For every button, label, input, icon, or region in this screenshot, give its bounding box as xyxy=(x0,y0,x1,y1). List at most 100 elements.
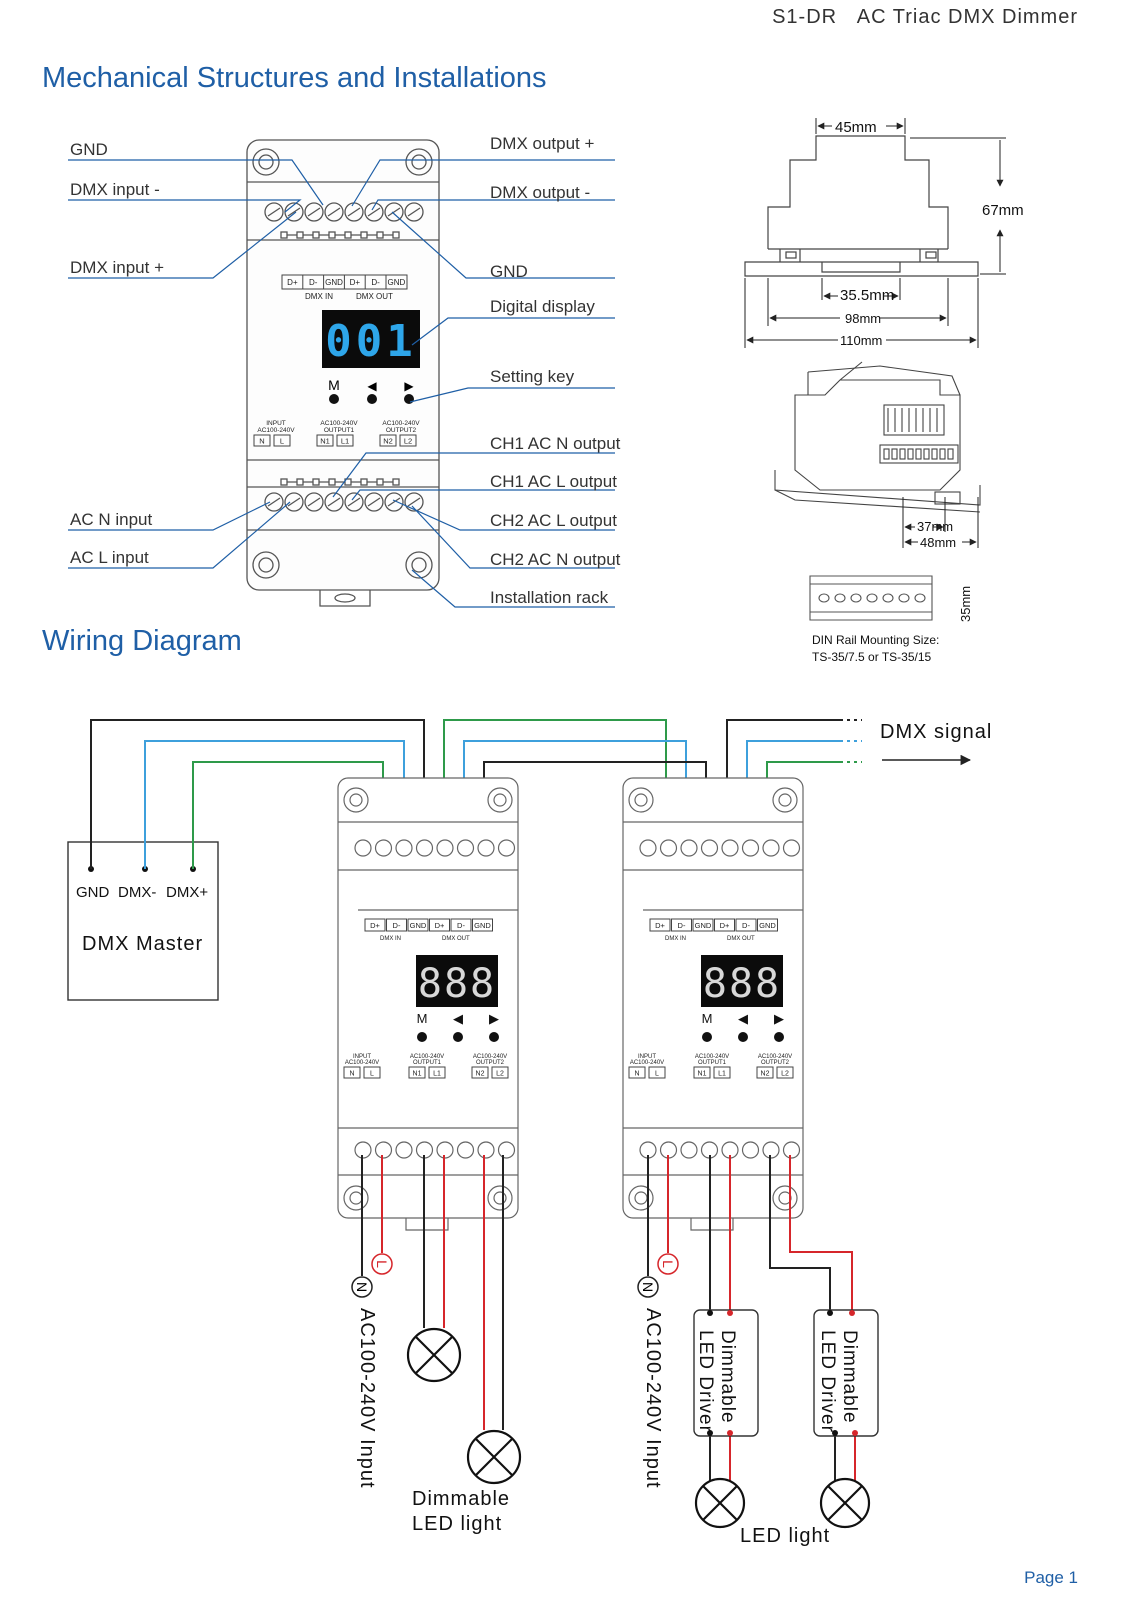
terminal-label: GND xyxy=(325,278,343,287)
terminal-label: D- xyxy=(309,278,318,287)
unit-display-value: 888 xyxy=(418,961,496,1007)
unit-key[interactable] xyxy=(702,1032,712,1042)
key-m[interactable] xyxy=(329,394,339,404)
unit-key[interactable] xyxy=(417,1032,427,1042)
terminal-label: GND xyxy=(474,921,491,930)
driver1-line1: Dimmable xyxy=(717,1330,738,1424)
pin-label: N1 xyxy=(320,437,330,446)
terminal-screw xyxy=(404,202,424,222)
terminal-label: GND xyxy=(759,921,776,930)
driver1-line2: LED Driver xyxy=(695,1330,716,1433)
unit1-l-marker: L xyxy=(374,1260,390,1268)
unit-display xyxy=(416,955,498,1007)
tb-input-title: INPUT xyxy=(266,420,286,427)
pin-label: L2 xyxy=(404,437,412,446)
tb-out1-sub: OUTPUT1 xyxy=(324,427,355,434)
svg-text:INPUT: INPUT xyxy=(353,1054,371,1060)
unit-display-value: 888 xyxy=(703,961,781,1007)
dmx-signal-label: DMX signal xyxy=(880,721,992,743)
svg-text:N1: N1 xyxy=(413,1071,422,1078)
lamp-icon xyxy=(466,1429,522,1485)
svg-text:L1: L1 xyxy=(718,1071,726,1078)
label-setting-key: Setting key xyxy=(490,367,575,386)
master-pin-gnd: GND xyxy=(76,884,110,901)
unit-dmx-out-label: DMX OUT xyxy=(442,936,470,942)
lamp-icon xyxy=(819,1477,871,1529)
led-light-label: LED light xyxy=(740,1525,830,1547)
unit-key[interactable] xyxy=(738,1032,748,1042)
unit-key[interactable] xyxy=(489,1032,499,1042)
driver2-line1: Dimmable xyxy=(839,1330,860,1424)
product-code: S1-DR xyxy=(772,6,838,28)
label-ch2-ac-n-output: CH2 AC N output xyxy=(490,550,621,569)
unit2-input-label: AC100-240V Input xyxy=(642,1308,664,1489)
dim-98: 98mm xyxy=(845,311,881,326)
tb-input-sub: AC100-240V xyxy=(257,427,295,434)
lamps xyxy=(406,1327,871,1529)
master-pin-dmx-plus: DMX+ xyxy=(166,884,208,901)
unit-key[interactable] xyxy=(453,1032,463,1042)
digital-display xyxy=(322,310,420,368)
terminal-label: D+ xyxy=(287,278,298,287)
terminal-screw xyxy=(304,202,324,222)
terminal-label: D- xyxy=(457,921,465,930)
terminal-label: D- xyxy=(371,278,380,287)
svg-text:OUTPUT1: OUTPUT1 xyxy=(698,1060,727,1066)
unit2-output-wires xyxy=(647,1155,856,1483)
svg-text:OUTPUT2: OUTPUT2 xyxy=(476,1060,505,1066)
key-right[interactable] xyxy=(404,394,414,404)
dimension-lines xyxy=(744,118,1006,348)
terminal-label: D- xyxy=(393,921,401,930)
mech-leaders xyxy=(68,159,615,608)
iso-view xyxy=(774,361,981,513)
din-rail xyxy=(809,575,933,621)
key-m-label: M xyxy=(328,377,340,393)
terminal-label: D+ xyxy=(435,921,445,930)
svg-text:AC100-240V: AC100-240V xyxy=(345,1060,379,1066)
svg-text:N: N xyxy=(634,1071,639,1078)
unit1-n-marker: N xyxy=(354,1282,370,1292)
svg-text:N2: N2 xyxy=(761,1071,770,1078)
lamp-icon xyxy=(694,1477,746,1529)
dmx-in-label: DMX IN xyxy=(305,292,333,301)
terminal-screw xyxy=(344,492,364,512)
key-left[interactable] xyxy=(367,394,377,404)
label-ch1-ac-l-output: CH1 AC L output xyxy=(490,472,617,491)
device-front-view xyxy=(246,139,440,607)
driver2-line2: LED Driver xyxy=(817,1330,838,1433)
tb-out2-sub: OUTPUT2 xyxy=(386,427,417,434)
key-right-label: ▶ xyxy=(404,379,414,393)
iso-dimension-lines xyxy=(902,497,979,548)
svg-text:L: L xyxy=(655,1071,659,1078)
master-label: DMX Master xyxy=(82,933,203,955)
key-left-label: ◀ xyxy=(367,379,377,393)
label-ac-n-input: AC N input xyxy=(70,510,153,529)
dim-110: 110mm xyxy=(840,333,882,348)
svg-text:N1: N1 xyxy=(698,1071,707,1078)
unit-dmx-in-label: DMX IN xyxy=(665,936,686,942)
pin-label: L1 xyxy=(341,437,349,446)
svg-text:OUTPUT1: OUTPUT1 xyxy=(413,1060,442,1066)
unit1-output-wires xyxy=(361,1155,504,1430)
tb-out2-title: AC100-240V xyxy=(382,420,420,427)
unit1-input-label: AC100-240V Input xyxy=(356,1308,378,1489)
label-dmx-output-minus: DMX output - xyxy=(490,183,591,202)
unit-key[interactable] xyxy=(774,1032,784,1042)
unit-key-label: ▶ xyxy=(774,1011,784,1026)
led-driver-1: Dimmable LED Driver xyxy=(693,1309,759,1437)
terminal-screw xyxy=(304,492,324,512)
terminal-screw xyxy=(384,202,404,222)
master-pin-dmx-minus: DMX- xyxy=(118,884,156,901)
terminal-screw xyxy=(404,492,424,512)
rail-title: DIN Rail Mounting Size: xyxy=(812,633,939,647)
pin-label: N xyxy=(259,437,264,446)
rail-height: 35mm xyxy=(958,586,973,622)
terminal-label: GND xyxy=(695,921,712,930)
label-ch2-ac-l-output: CH2 AC L output xyxy=(490,511,617,530)
dim-48: 48mm xyxy=(920,535,956,550)
terminal-label: GND xyxy=(410,921,427,930)
mechanical-title: Mechanical Structures and Installations xyxy=(42,62,547,94)
